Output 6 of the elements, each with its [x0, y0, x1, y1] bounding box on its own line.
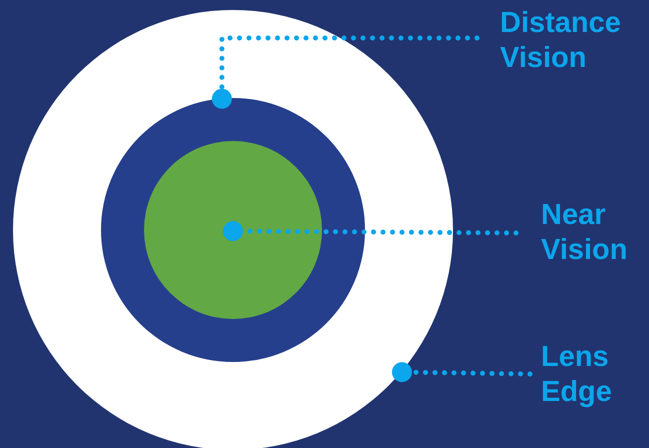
callout-label: Lens Edge — [541, 340, 646, 410]
callout-label: Distance Vision — [500, 6, 640, 76]
callout-label: Near Vision — [541, 198, 646, 268]
leader-line — [392, 362, 532, 382]
leader-line — [212, 36, 480, 109]
leader-line — [223, 221, 518, 242]
